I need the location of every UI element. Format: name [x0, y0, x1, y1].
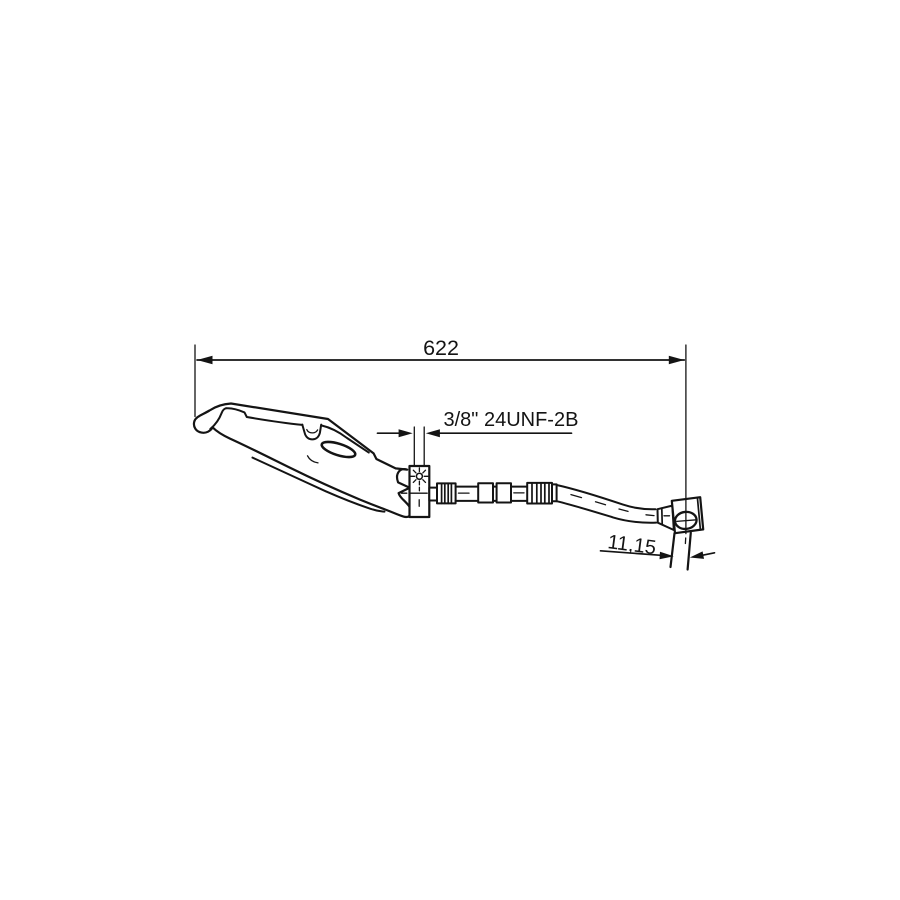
dimension-thread-spec: 3/8" 24UNF-2B — [376, 409, 579, 467]
hose-bend-bottom — [555, 500, 658, 524]
bracket-slot — [320, 440, 357, 459]
hose-connector — [656, 504, 675, 531]
arrowhead-left — [659, 551, 674, 560]
mounting-bracket — [192, 402, 413, 519]
hose-sleeve-end — [551, 483, 558, 503]
arrowhead-left — [398, 429, 413, 438]
hose-section — [510, 485, 529, 502]
bracket-tab-inner-arc — [306, 428, 319, 434]
hose-band — [495, 482, 513, 504]
bracket-top-fold-line-right — [320, 424, 370, 454]
hose-section — [454, 485, 480, 502]
crimp-sleeve-right — [526, 481, 554, 505]
hose-bend-top — [555, 484, 657, 511]
dimension-label-thread-spec: 3/8" 24UNF-2B — [444, 409, 579, 431]
extension-line-right — [684, 344, 687, 545]
bracket-top-fold-line — [225, 407, 304, 426]
banjo-inner-edge — [696, 496, 702, 531]
hose-band — [477, 482, 495, 504]
dimension-overall-length: 622 — [194, 336, 687, 545]
thread-port-symbol — [410, 467, 429, 486]
dimension-label-end-width: 11,15 — [606, 531, 657, 559]
hose-body — [428, 481, 675, 531]
bracket-outline — [192, 402, 413, 519]
arrowhead-left — [197, 355, 213, 365]
leader-line-left — [599, 549, 662, 557]
bracket-tab — [301, 423, 323, 441]
leader-line-right — [700, 551, 716, 557]
dimension-end-width: 11,15 — [599, 531, 716, 560]
arrowhead-right — [689, 551, 704, 559]
arrowhead-right — [425, 429, 440, 438]
arrowhead-right — [668, 355, 685, 365]
dimension-label-overall-length: 622 — [423, 336, 459, 360]
hose-fitting-right — [669, 496, 705, 571]
bracket-fold-arc — [306, 455, 319, 464]
crimp-sleeve-left — [436, 482, 457, 505]
hose-neck — [428, 486, 438, 502]
bracket-hook-curl — [209, 407, 227, 430]
end-tube — [669, 531, 692, 571]
extension-lines — [413, 426, 425, 467]
bracket-bottom-flange — [251, 456, 386, 513]
hose-bend-centerline — [570, 493, 655, 517]
